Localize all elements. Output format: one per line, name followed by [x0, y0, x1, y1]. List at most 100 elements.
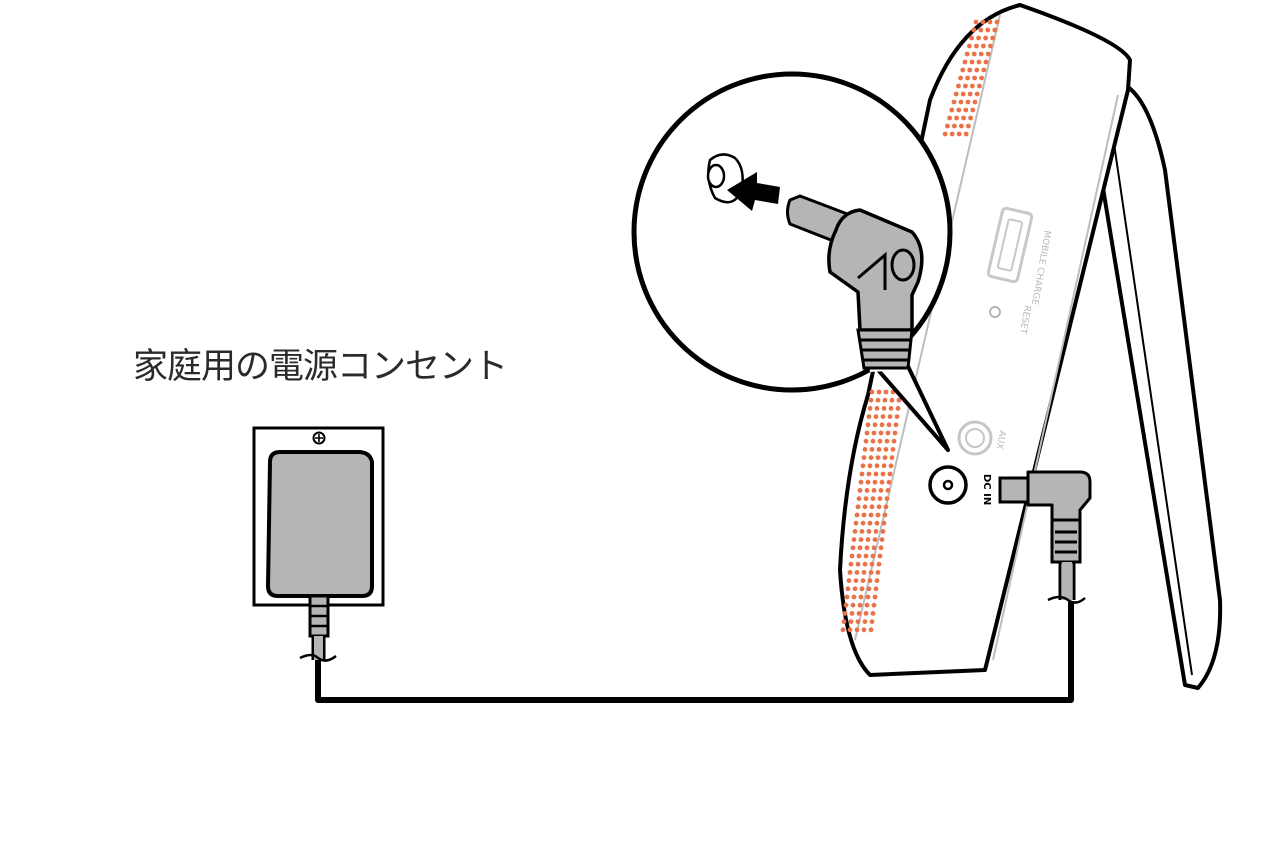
grille-dot [867, 463, 873, 469]
grille-dot [949, 131, 955, 137]
speaker-body [838, 3, 1132, 677]
grille-dot [851, 594, 857, 600]
grille-dot [858, 537, 864, 542]
grille-dot [892, 430, 898, 436]
grille-dot [890, 447, 896, 452]
grille-dot [849, 611, 855, 616]
grille-dot [894, 414, 900, 419]
grille-dot [972, 99, 978, 105]
grille-dot [878, 430, 884, 436]
grille-dot [994, 19, 1000, 25]
grille-dot [964, 51, 970, 57]
grille-dot [884, 438, 890, 444]
grille-dot [870, 438, 876, 444]
grille-dot [866, 529, 872, 534]
grille-dot [863, 496, 869, 501]
grille-dot [850, 602, 856, 608]
grille-dot [886, 422, 892, 428]
grille-dot [859, 529, 865, 534]
grille-dot [872, 537, 878, 542]
grille-dot [960, 67, 966, 73]
grille-dot [880, 529, 886, 534]
grille-dot [977, 83, 982, 89]
grille-dot [876, 504, 882, 510]
grille-dot [861, 512, 867, 518]
grille-dot [992, 27, 998, 33]
grille-dot [871, 430, 877, 436]
dc-in-jack[interactable] [928, 465, 968, 505]
grille-dot [868, 512, 874, 518]
grille-dot [848, 561, 854, 567]
grille-dot [857, 488, 863, 493]
grille-dot [843, 602, 849, 608]
grille-dot [970, 83, 975, 89]
grille-dot [942, 131, 948, 137]
grille-dot [983, 35, 988, 41]
grille-dot [974, 43, 979, 49]
usb-port [986, 206, 1034, 284]
grille-dot [979, 75, 984, 81]
grille-dot [960, 91, 966, 97]
grille-dot [873, 471, 879, 477]
grille-dot [963, 131, 969, 137]
grille-dot [882, 397, 888, 403]
grille-dot [866, 586, 872, 592]
grille-dot [973, 19, 979, 25]
grille-dot [864, 430, 870, 436]
grille-dot [878, 545, 884, 551]
ac-adapter [266, 450, 374, 598]
grille-dot [842, 611, 848, 616]
grille-dot [981, 43, 986, 49]
grille-dot [865, 537, 871, 542]
grille-dot [852, 586, 858, 592]
speaker-grille-bottom [840, 389, 903, 633]
grille-dot [884, 496, 890, 501]
grille-dot [974, 67, 980, 73]
grille-dot [883, 447, 889, 452]
grille-dot [865, 479, 871, 485]
grille-dot [854, 512, 860, 518]
grille-dot [971, 27, 977, 33]
grille-dot [879, 479, 885, 485]
grille-dot [872, 422, 878, 428]
grille-dot [956, 83, 961, 89]
grille-dot [976, 59, 982, 65]
grille-dot [859, 471, 865, 477]
grille-dot [896, 397, 902, 403]
grille-dot [861, 455, 867, 460]
grille-dot [959, 123, 964, 129]
grille-dot [853, 520, 859, 526]
reset-button[interactable] [989, 306, 1001, 318]
grille-dot [881, 520, 887, 526]
aux-label: AUX [994, 429, 1007, 449]
speaker-grille-top [942, 19, 1000, 137]
grille-dot [851, 537, 857, 542]
grille-dot [874, 578, 880, 583]
grille-dot [885, 430, 891, 436]
grille-dot [875, 397, 881, 403]
grille-dot [882, 455, 888, 460]
aux-jack[interactable] [957, 420, 993, 456]
grille-dot [974, 91, 980, 97]
grille-dot [878, 488, 884, 493]
grille-dot [882, 512, 888, 518]
grille-dot [863, 438, 869, 444]
grille-dot [876, 389, 882, 395]
grille-dot [873, 414, 879, 419]
grille-dot [967, 91, 973, 97]
grille-dot [868, 397, 874, 403]
speaker-stand [1098, 83, 1223, 690]
grille-dot [967, 43, 972, 49]
grille-dot [864, 488, 870, 493]
grille-dot [875, 455, 881, 460]
dc-plug-inserted [998, 470, 1092, 604]
grille-dot [988, 43, 993, 49]
grille-dot [849, 553, 855, 559]
grille-dot [958, 99, 964, 105]
grille-dot [870, 611, 876, 616]
grille-dot [953, 91, 959, 97]
grille-dot [868, 570, 874, 575]
grille-dot [862, 561, 868, 567]
grille-dot [962, 59, 968, 65]
grille-dot [841, 619, 847, 624]
